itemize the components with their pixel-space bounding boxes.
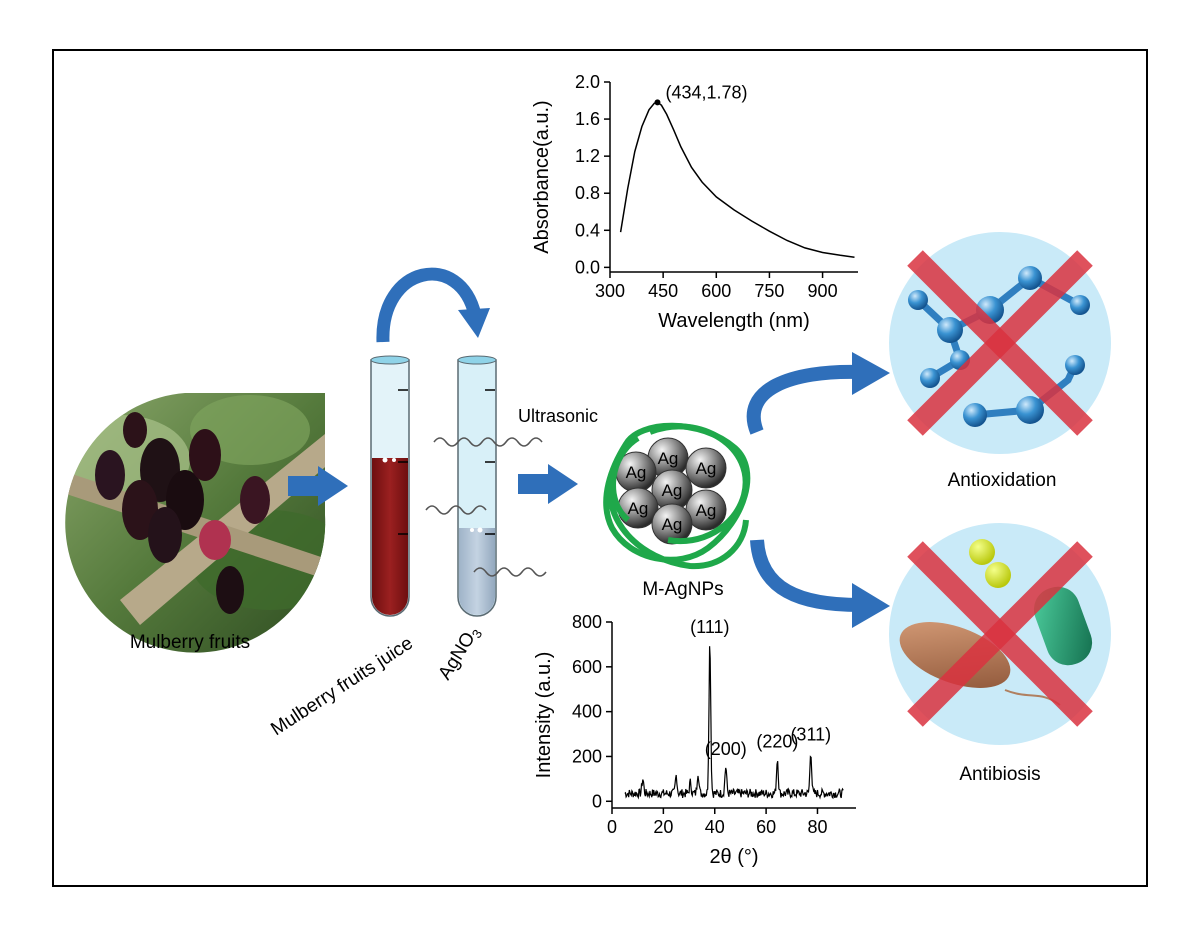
y-tick-label: 200	[572, 746, 602, 766]
y-tick-label: 400	[572, 702, 602, 722]
capping-rings	[603, 422, 751, 570]
x-tick-label: 450	[648, 281, 678, 301]
label-antibiosis: Antibiosis	[959, 764, 1040, 785]
x-tick-label: 0	[607, 817, 617, 837]
x-tick-label: 20	[653, 817, 673, 837]
x-tick-label: 40	[705, 817, 725, 837]
process-arrow-2	[518, 464, 578, 504]
x-axis-label: Wavelength (nm)	[658, 310, 810, 332]
juice-test-tube	[370, 355, 410, 617]
ultrasonic-waves	[425, 437, 547, 577]
y-tick-label: 2.0	[575, 72, 600, 92]
arrow-to-antibiosis	[750, 539, 890, 628]
x-tick-label: 900	[808, 281, 838, 301]
ag-label: Ag	[626, 463, 647, 482]
y-axis-label: Intensity (a.u.)	[533, 652, 555, 779]
y-tick-label: 1.2	[575, 146, 600, 166]
process-arrow-1	[288, 466, 348, 506]
y-tick-label: 0	[592, 791, 602, 811]
figure-frame	[52, 49, 1148, 887]
y-tick-label: 0.0	[575, 257, 600, 277]
y-tick-label: 800	[572, 612, 602, 632]
y-tick-label: 0.8	[575, 183, 600, 203]
ag-particle	[651, 503, 693, 545]
antibiosis-cross	[907, 541, 1093, 727]
ag-label: Ag	[628, 499, 649, 518]
label-mulberry-fruits: Mulberry fruits	[130, 632, 250, 653]
antioxidation-panel	[889, 232, 1111, 454]
x-axis-label: 2θ (°)	[709, 846, 758, 868]
peak-label: (220)	[756, 731, 798, 751]
x-tick-label: 60	[756, 817, 776, 837]
mulberry-photo	[65, 393, 326, 653]
x-tick-label: 80	[807, 817, 827, 837]
label-antioxidation: Antioxidation	[948, 470, 1057, 491]
antioxidation-cross	[907, 250, 1093, 436]
label-juice: Mulberry fruits juice	[267, 633, 417, 740]
transfer-arrow	[376, 267, 490, 343]
ag-label: Ag	[658, 449, 679, 468]
agno3-test-tube	[457, 355, 497, 617]
x-tick-label: 600	[701, 281, 731, 301]
antibiosis-panel	[889, 523, 1111, 745]
peak-label: (111)	[690, 617, 729, 637]
ag-particle	[685, 447, 727, 489]
label-agno3: AgNO3	[434, 622, 485, 684]
arrow-to-antioxidation	[746, 352, 890, 435]
ag-label: Ag	[696, 459, 717, 478]
y-tick-label: 600	[572, 657, 602, 677]
absorbance-series-line	[619, 101, 855, 258]
ag-label: Ag	[662, 481, 683, 500]
ag-label: Ag	[662, 515, 683, 534]
y-tick-label: 1.6	[575, 109, 600, 129]
label-m-agnps: M-AgNPs	[642, 579, 723, 600]
y-axis-label: Absorbance(a.u.)	[531, 100, 553, 253]
ag-label: Ag	[696, 501, 717, 520]
uv-vis-chart: 300 450 600 750 900 0.0 0.4 0.8 1.2 1.6 2.0Wavelen…	[531, 72, 858, 332]
peak-label: (200)	[705, 739, 747, 759]
x-tick-label: 300	[595, 281, 625, 301]
peak-annotation: (434,1.78)	[665, 82, 747, 102]
y-tick-label: 0.4	[575, 220, 600, 240]
label-ultrasonic: Ultrasonic	[518, 406, 598, 426]
peak-label: (311)	[790, 725, 831, 745]
peak-point	[654, 99, 661, 106]
xrd-series-line	[624, 646, 844, 800]
x-tick-label: 750	[754, 281, 784, 301]
